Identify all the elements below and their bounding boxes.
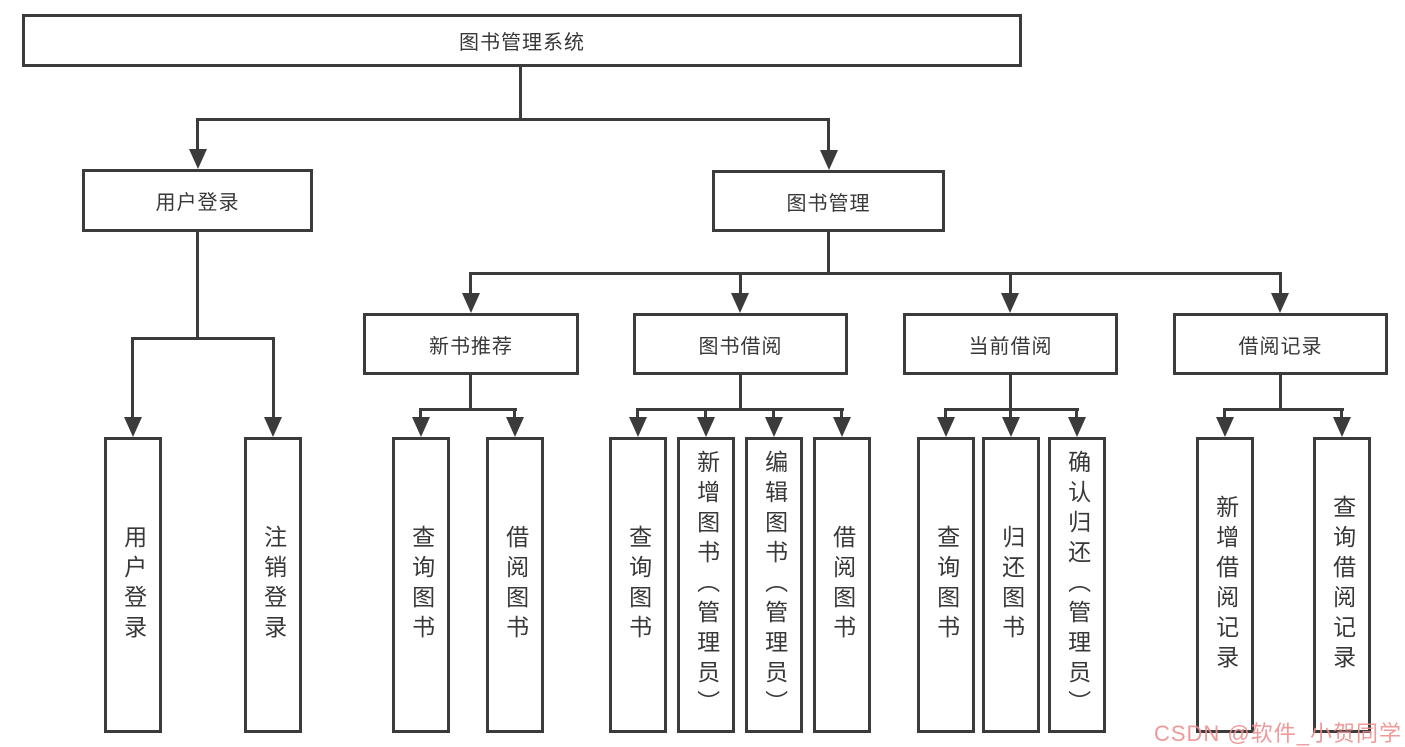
edge-line xyxy=(1223,408,1344,411)
leaf-logout-label: 注销登录 xyxy=(260,525,287,645)
arrowhead-down-icon xyxy=(506,417,524,437)
leaf-add-record: 新增借阅记录 xyxy=(1196,437,1254,733)
arrowhead-down-icon xyxy=(1068,417,1086,437)
arrowhead-down-icon xyxy=(731,293,749,313)
node-book-borrow: 图书借阅 xyxy=(633,313,848,375)
node-borrow-records: 借阅记录 xyxy=(1173,313,1388,375)
edge-line xyxy=(739,272,742,297)
leaf-confirm-return-admin: 确认归还（管理员） xyxy=(1048,437,1106,733)
leaf-confirm-return-admin-label: 确认归还（管理员） xyxy=(1064,450,1091,720)
arrowhead-down-icon xyxy=(264,417,282,437)
csdn-watermark: CSDN @软件_小贺同学 xyxy=(1153,721,1402,746)
edge-line xyxy=(513,408,516,420)
arrowhead-down-icon xyxy=(412,417,430,437)
leaf-borrow-book-label: 借阅图书 xyxy=(829,525,856,645)
edge-line xyxy=(772,408,775,420)
edge-line xyxy=(272,337,275,418)
leaf-current-query: 查询图书 xyxy=(917,437,975,733)
node-root: 图书管理系统 xyxy=(22,14,1022,67)
edge-line xyxy=(131,337,275,340)
arrowhead-down-icon xyxy=(697,417,715,437)
leaf-borrow-add-admin: 新增图书（管理员） xyxy=(677,437,735,733)
edge-line xyxy=(469,272,472,297)
edge-line xyxy=(196,232,199,337)
leaf-borrow-add-admin-label: 新增图书（管理员） xyxy=(693,450,720,720)
leaf-newbook-query-label: 查询图书 xyxy=(408,525,435,645)
leaf-return-book: 归还图书 xyxy=(982,437,1040,733)
edge-line xyxy=(636,408,844,411)
edge-line xyxy=(1223,408,1226,420)
edge-line xyxy=(1340,408,1343,420)
arrowhead-down-icon xyxy=(124,417,142,437)
node-root-label: 图书管理系统 xyxy=(459,32,585,54)
edge-line xyxy=(1279,272,1282,297)
node-user-login-label: 用户登录 xyxy=(155,192,240,214)
arrowhead-down-icon xyxy=(937,417,955,437)
edge-line xyxy=(469,272,1282,275)
arrowhead-down-icon xyxy=(1002,417,1020,437)
arrowhead-down-icon xyxy=(833,417,851,437)
node-new-book-recommend-label: 新书推荐 xyxy=(429,335,513,358)
edge-line xyxy=(840,408,843,420)
edge-line xyxy=(196,118,830,121)
node-book-management: 图书管理 xyxy=(712,170,945,232)
leaf-current-query-label: 查询图书 xyxy=(933,525,960,645)
leaf-borrow-query-label: 查询图书 xyxy=(625,525,652,645)
leaf-borrow-edit-admin: 编辑图书（管理员） xyxy=(745,437,803,733)
edge-line xyxy=(636,408,639,420)
edge-line xyxy=(1009,272,1012,297)
edge-line xyxy=(1279,375,1282,408)
leaf-user-login: 用户登录 xyxy=(104,437,162,733)
edge-line xyxy=(944,408,947,420)
leaf-logout: 注销登录 xyxy=(244,437,302,733)
leaf-user-login-label: 用户登录 xyxy=(120,525,147,645)
edge-line xyxy=(704,408,707,420)
leaf-borrow-book: 借阅图书 xyxy=(813,437,871,733)
leaf-newbook-borrow: 借阅图书 xyxy=(486,437,544,733)
edge-line xyxy=(131,337,134,418)
arrowhead-down-icon xyxy=(1333,417,1351,437)
arrowhead-down-icon xyxy=(462,293,480,313)
leaf-query-record-label: 查询借阅记录 xyxy=(1329,495,1356,675)
node-book-borrow-label: 图书借阅 xyxy=(698,335,783,358)
arrowhead-down-icon xyxy=(820,150,838,170)
edge-line xyxy=(419,408,517,411)
arrowhead-down-icon xyxy=(1216,417,1234,437)
edge-line xyxy=(519,67,522,118)
edge-line xyxy=(1009,375,1012,408)
leaf-add-record-label: 新增借阅记录 xyxy=(1212,495,1239,675)
arrowhead-down-icon xyxy=(629,417,647,437)
leaf-query-record: 查询借阅记录 xyxy=(1313,437,1371,733)
arrowhead-down-icon xyxy=(765,417,783,437)
node-new-book-recommend: 新书推荐 xyxy=(363,313,579,375)
leaf-newbook-borrow-label: 借阅图书 xyxy=(502,525,529,645)
leaf-borrow-edit-admin-label: 编辑图书（管理员） xyxy=(761,450,788,720)
edge-line xyxy=(196,118,199,149)
arrowhead-down-icon xyxy=(189,149,207,169)
arrowhead-down-icon xyxy=(1271,293,1289,313)
edge-line xyxy=(1009,408,1012,420)
edge-line xyxy=(739,375,742,408)
arrowhead-down-icon xyxy=(1001,293,1019,313)
leaf-return-book-label: 归还图书 xyxy=(998,525,1025,645)
node-borrow-records-label: 借阅记录 xyxy=(1238,335,1323,358)
edge-line xyxy=(469,375,472,408)
leaf-newbook-query: 查询图书 xyxy=(392,437,450,733)
node-user-login: 用户登录 xyxy=(82,169,313,232)
edge-line xyxy=(1075,408,1078,420)
node-book-management-label: 图书管理 xyxy=(786,192,871,215)
edge-line xyxy=(419,408,422,420)
edge-line xyxy=(827,118,830,150)
edge-line xyxy=(827,232,830,272)
leaf-borrow-query: 查询图书 xyxy=(609,437,667,733)
node-current-borrow-label: 当前借阅 xyxy=(968,335,1053,358)
node-current-borrow: 当前借阅 xyxy=(903,313,1118,375)
